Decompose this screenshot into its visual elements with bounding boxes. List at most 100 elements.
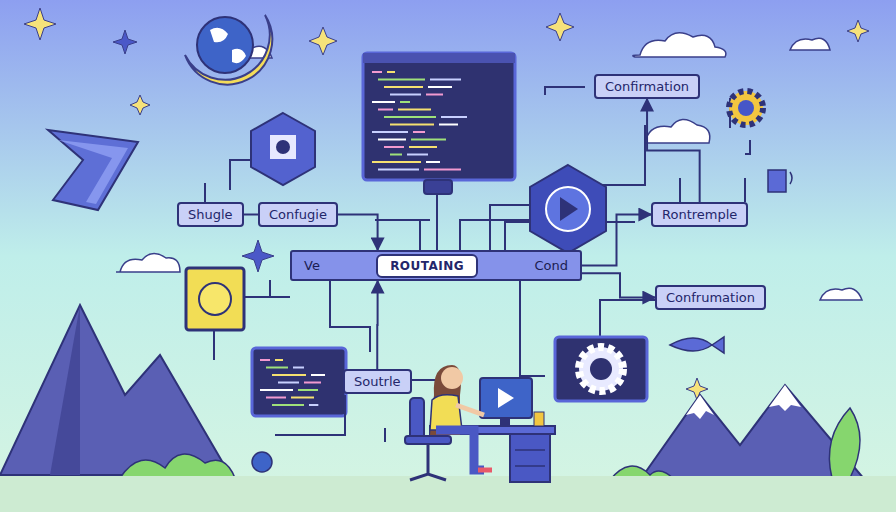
stars-part <box>686 378 708 400</box>
yellow-button-part <box>199 283 231 315</box>
wires-part <box>408 379 438 381</box>
code-window-top-part-part <box>378 139 406 141</box>
hex-gear-left <box>251 113 315 185</box>
code-window-bottom-part-part <box>272 404 304 406</box>
connector <box>338 215 378 251</box>
connector <box>582 215 651 266</box>
code-window-top-part-part <box>372 131 408 133</box>
stars-part <box>130 95 150 115</box>
globe-moon-part <box>210 28 246 63</box>
process-box: Confrumation <box>655 285 766 310</box>
globe-moon <box>185 15 272 84</box>
mountains-left <box>0 305 272 478</box>
code-window-top-part-part <box>387 71 395 73</box>
gear-panel <box>555 337 647 401</box>
wires-part <box>375 219 430 221</box>
desk-person-part <box>500 418 510 426</box>
code-window-top-part-part <box>424 169 461 171</box>
gear-top-right-part <box>738 100 754 116</box>
code-window-top-part-part <box>426 94 443 96</box>
connector <box>582 273 655 297</box>
code-window-top-part-part <box>372 161 421 163</box>
play-hex <box>530 165 606 253</box>
node-label: Cond <box>534 258 568 273</box>
wires-part <box>520 280 545 376</box>
gear-panel-part <box>579 347 623 391</box>
flag-icon <box>768 170 792 192</box>
desk-person-part <box>430 395 462 430</box>
code-window-bottom-part-part <box>309 404 318 406</box>
desk-person-part <box>405 436 451 444</box>
routing-band: VeCondROUTAING <box>290 250 582 281</box>
play-hex-part <box>530 165 606 253</box>
code-window-top-part <box>372 72 467 170</box>
wires-part <box>745 140 750 154</box>
code-window-top-part-part <box>372 101 395 103</box>
stars-part <box>113 30 137 54</box>
desk-person <box>405 365 555 482</box>
flag-icon-part <box>790 172 792 184</box>
process-box: Shugle <box>177 202 244 227</box>
code-window-bottom-part-part <box>266 397 286 399</box>
stars-part <box>242 240 274 272</box>
routing-button: ROUTAING <box>376 254 478 278</box>
code-window-bottom-part-part <box>298 389 318 391</box>
code-window-top-part-part <box>413 131 425 133</box>
code-window-bottom <box>252 348 346 416</box>
wires-part <box>545 87 585 95</box>
mountains-right-part <box>640 385 865 480</box>
code-window-top-part-part <box>409 146 437 148</box>
desk-person-part <box>441 367 463 389</box>
clouds-part <box>633 33 726 57</box>
wires-part <box>213 330 215 360</box>
clouds-part <box>645 119 710 143</box>
code-window-bottom-part <box>252 348 346 416</box>
hex-gear-left-part <box>251 113 315 185</box>
gear-top-right <box>729 91 763 125</box>
wires-part <box>436 194 438 250</box>
chevron-shape-part <box>48 130 138 210</box>
stars-part <box>546 13 574 41</box>
desk-person-part <box>498 388 514 408</box>
wires-part <box>744 178 746 202</box>
wires-part <box>270 280 290 297</box>
play-hex-part <box>560 197 578 221</box>
gear-top-right-part <box>729 91 763 125</box>
code-window-top-part-part <box>400 101 410 103</box>
process-box: Confugie <box>258 202 338 227</box>
wires-part <box>679 178 681 202</box>
code-window-top-part-part <box>390 94 421 96</box>
yellow-button <box>186 268 244 330</box>
code-window-top-part-part <box>390 154 402 156</box>
code-window-bottom-part-part <box>266 367 288 369</box>
gear-panel-part <box>555 337 647 401</box>
node-label: Confugie <box>269 207 327 222</box>
connector <box>244 214 258 216</box>
flag-icon-part <box>768 170 786 192</box>
globe-moon-part <box>197 17 253 73</box>
code-window-bottom-part <box>260 360 325 405</box>
mountains-right-part <box>829 408 860 478</box>
play-hex-part <box>546 187 590 231</box>
process-box: Confirmation <box>594 74 700 99</box>
process-box: Soutrle <box>343 369 412 394</box>
wires-part <box>599 310 601 337</box>
connector <box>647 99 700 202</box>
desk-person-part <box>534 412 544 426</box>
connector <box>376 281 378 369</box>
code-window-top-part-part <box>378 109 393 111</box>
clouds-part <box>790 38 830 50</box>
mountains-right-part <box>686 385 801 419</box>
wires-part <box>275 395 345 435</box>
code-window-bottom-part-part <box>278 382 299 384</box>
code-window-top-part <box>424 180 452 194</box>
hex-gear-left-part <box>276 140 290 154</box>
desk-person-part <box>478 468 492 473</box>
wires-part <box>490 125 645 250</box>
node-label: ROUTAING <box>390 259 464 273</box>
wires-part <box>460 220 538 250</box>
code-window-bottom-part-part <box>260 389 293 391</box>
code-window-top-part-part <box>390 124 434 126</box>
mountains-left-part <box>252 452 272 472</box>
code-window-top-part-part <box>384 86 423 88</box>
